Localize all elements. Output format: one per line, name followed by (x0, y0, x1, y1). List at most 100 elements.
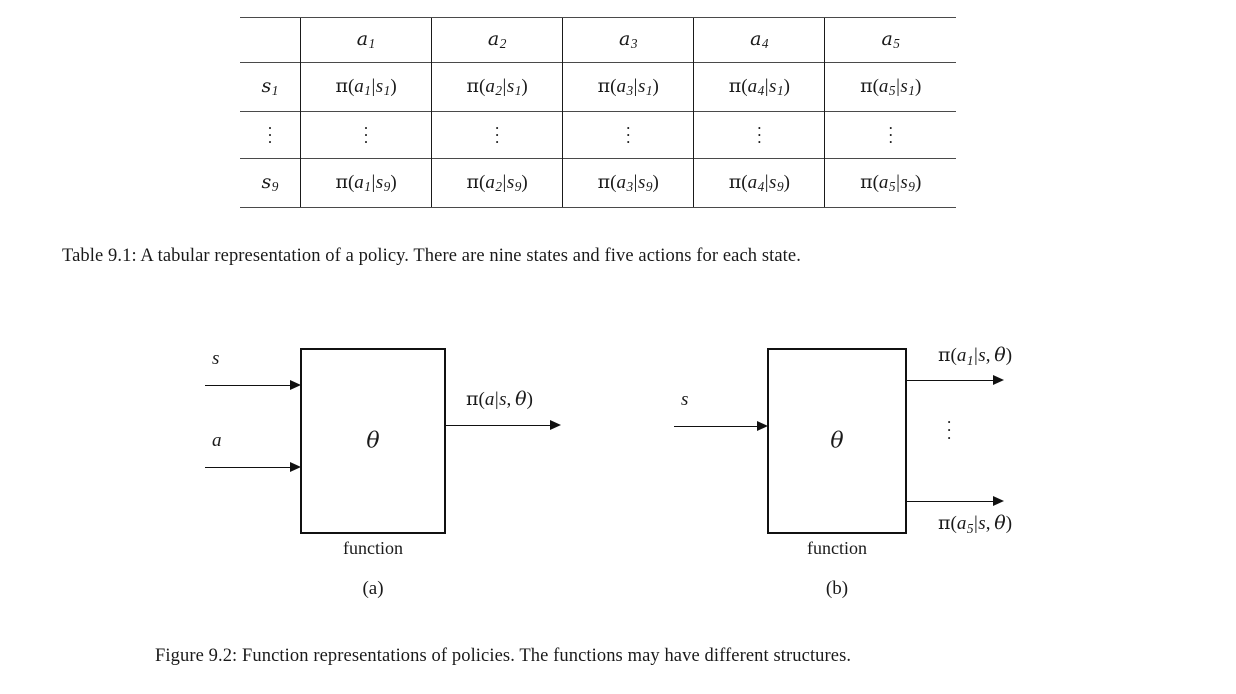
table-cell-s1-a1: π(a1|s1) (299, 62, 432, 112)
figure-caption: Figure 9.2: Function representations of … (155, 646, 852, 666)
col-header-base-a1: a (356, 27, 369, 50)
col-header-sub-a2: 2 (499, 36, 507, 52)
cell-action-base: a (616, 75, 626, 97)
panel-b-vdots-icon: ... (947, 408, 952, 443)
cell-action-sub: 5 (888, 179, 896, 195)
row-header-sub-s9: 9 (271, 179, 279, 195)
panel-b-output-label-a5: π(a5|s, θ) (938, 512, 1013, 536)
table-cell-s1-a4: π(a4|s1) (693, 62, 825, 112)
table-corner-cell (240, 17, 301, 63)
cell-action-base: a (485, 171, 495, 193)
cell-action-base: a (616, 171, 626, 193)
row-header-base-s9: s (261, 170, 272, 193)
cell-action-sub: 5 (888, 83, 896, 99)
cell-state-sub: 1 (383, 83, 391, 99)
cell-state-base: s (900, 171, 908, 193)
cell-state-sub: 9 (776, 179, 784, 195)
panel-a-input-label-a: a (212, 430, 222, 451)
cell-state-sub: 1 (776, 83, 784, 99)
col-header-sub-a1: 1 (368, 36, 376, 52)
panel-b-sub-label: (b) (825, 578, 849, 599)
table-cell-s9-a3: π(a3|s9) (562, 158, 694, 208)
panel-b-output-label-a1: π(a1|s, θ) (938, 344, 1013, 368)
column-header-a5: a5 (824, 17, 956, 63)
column-header-a2: a2 (431, 17, 563, 63)
cell-action-base: a (354, 75, 364, 97)
cell-action-base: a (878, 171, 889, 193)
panel-a-input-arrow-head-a (290, 461, 301, 472)
panel-a-input-label-s: s (212, 348, 220, 369)
table-cell-ellipsis: ... (693, 111, 825, 159)
panel-b-output-arrow-line-a1 (907, 380, 997, 381)
panel-a-output-arrow-head (550, 419, 561, 430)
panel-b-theta-label: θ (830, 428, 844, 454)
cell-action-sub: 2 (495, 179, 503, 195)
cell-action-base: a (354, 171, 364, 193)
cell-state-base: s (506, 75, 515, 97)
table-cell-s1-a2: π(a2|s1) (431, 62, 563, 112)
table-cell-s9-a5: π(a5|s9) (824, 158, 956, 208)
panel-a-function-box: θ (300, 348, 446, 534)
panel-a-input-arrow-line-a (205, 467, 294, 468)
cell-state-sub: 9 (514, 179, 522, 195)
panel-b-output-arrow-head-a5 (993, 495, 1004, 506)
table-cell-s1-a5: π(a5|s1) (824, 62, 956, 112)
col-header-base-a3: a (618, 27, 631, 50)
col-header-base-a5: a (881, 27, 893, 50)
cell-action-sub: 2 (495, 83, 503, 99)
cell-state-base: s (900, 75, 908, 97)
col-header-sub-a4: 4 (761, 36, 769, 52)
panel-a-output-label: π(a|s, θ) (466, 388, 533, 410)
panel-a-box-caption: function (343, 538, 403, 558)
cell-state-sub: 1 (514, 83, 522, 99)
cell-action-sub: 3 (626, 179, 634, 195)
table-cell-ellipsis: ... (824, 111, 956, 159)
table-caption: Table 9.1: A tabular representation of a… (62, 246, 801, 266)
cell-state-base: s (637, 171, 646, 193)
policy-table-container: a1 a2 a3 a4 a5 s1 (240, 17, 956, 208)
col-header-base-a2: a (487, 27, 500, 50)
panel-b-function-box: θ (767, 348, 907, 534)
figure-container: s a θ function (a) π(a|s, θ) s θ functio… (0, 300, 1236, 630)
cell-action-sub: 4 (757, 83, 765, 99)
cell-state-base: s (375, 75, 384, 97)
panel-a-theta-label: θ (366, 428, 380, 454)
row-header-s1: s1 (240, 62, 301, 112)
cell-action-base: a (747, 75, 758, 97)
vdots-icon: ... (363, 114, 369, 147)
cell-action-base: a (878, 75, 889, 97)
panel-b-input-arrow-line-s (674, 426, 761, 427)
col-header-sub-a3: 3 (630, 36, 638, 52)
table-cell-s1-a3: π(a3|s1) (562, 62, 694, 112)
panel-a-output-arrow-line (446, 425, 554, 426)
table-cell-s9-a4: π(a4|s9) (693, 158, 825, 208)
table-cell-ellipsis: ... (562, 111, 694, 159)
row-header-sub-s1: 1 (271, 83, 279, 99)
panel-b-input-arrow-head-s (757, 420, 768, 431)
cell-state-sub: 1 (645, 83, 653, 99)
cell-state-base: s (506, 171, 515, 193)
vdots-icon: ... (626, 114, 631, 147)
vdots-icon: ... (888, 114, 893, 147)
col-header-sub-a5: 5 (893, 36, 900, 52)
panel-a-input-arrow-line-s (205, 385, 294, 386)
table-cell-s9-a1: π(a1|s9) (299, 158, 432, 208)
panel-a-input-arrow-head-s (290, 379, 301, 390)
cell-state-sub: 9 (908, 179, 915, 195)
cell-state-base: s (769, 171, 777, 193)
cell-action-sub: 4 (757, 179, 765, 195)
table-row: s9 π(a1|s9) π(a2|s9) π(a3|s9) π(a4|s9) π… (240, 158, 956, 208)
panel-b-input-label-s: s (681, 389, 689, 410)
panel-b-box-caption: function (807, 538, 867, 558)
row-header-s9: s9 (240, 158, 301, 208)
vdots-icon: ... (757, 114, 762, 147)
col-header-base-a4: a (750, 27, 762, 50)
cell-state-base: s (637, 75, 646, 97)
cell-state-sub: 9 (383, 179, 391, 195)
table-cell-s9-a2: π(a2|s9) (431, 158, 563, 208)
table-cell-ellipsis: ... (299, 111, 432, 159)
vdots-icon: ... (495, 114, 500, 147)
cell-state-base: s (375, 171, 384, 193)
cell-state-base: s (769, 75, 777, 97)
table-ellipsis-row: ... ... ... ... ... ... (240, 111, 956, 159)
